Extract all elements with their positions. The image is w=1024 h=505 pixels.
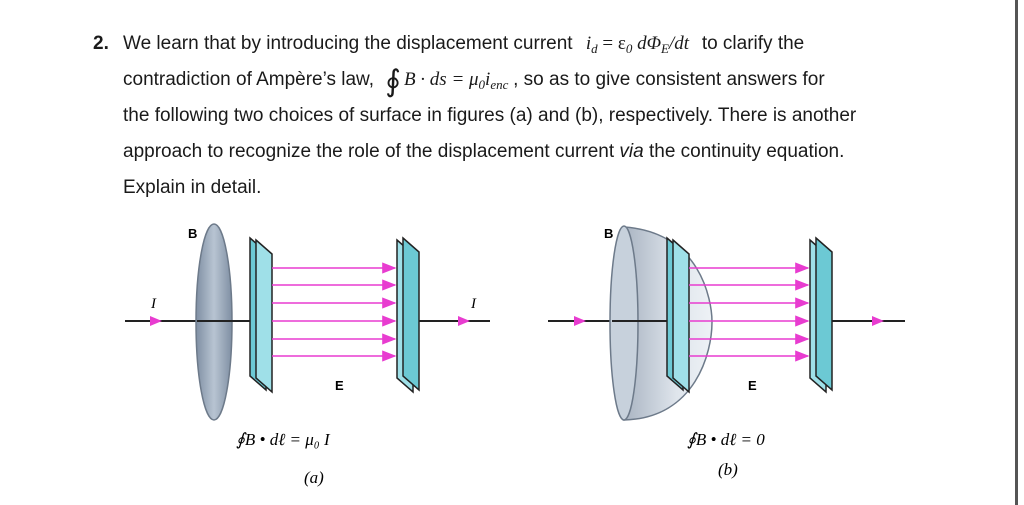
line2-text-b: , so as to give consistent answers for xyxy=(513,69,825,90)
electric-field-lines-b xyxy=(689,262,810,362)
label-B-b: B xyxy=(604,226,613,241)
line1-text-a: We learn that by introducing the displac… xyxy=(123,33,573,54)
question-line-3: the following two choices of surface in … xyxy=(123,105,857,126)
question-line-1: We learn that by introducing the displac… xyxy=(123,26,804,67)
line2-text-a: contradiction of Ampère’s law, xyxy=(123,69,375,90)
question-line-4: approach to recognize the role of the di… xyxy=(123,141,845,162)
equation-b: ∮B • dℓ = 0 xyxy=(687,430,765,449)
via-italic: via xyxy=(619,141,644,162)
label-I-right-a: I xyxy=(470,296,477,312)
current-arrow-right-a xyxy=(458,316,470,326)
ampere-law-equation: ∮B · ds = μ0ienc xyxy=(385,64,509,99)
question-line-2: contradiction of Ampère’s law, ∮B · ds =… xyxy=(123,62,825,103)
current-arrow-left-a xyxy=(150,316,162,326)
label-I-left-a: I xyxy=(150,296,157,312)
contour-integral-icon: ∮ xyxy=(385,64,401,99)
electric-field-lines-a xyxy=(272,262,397,362)
caption-b: (b) xyxy=(718,460,738,479)
figure-b: B E ∮B • dℓ = 0 (b) xyxy=(548,225,905,479)
equation-a: ∮B • dℓ = μ₀ I xyxy=(236,430,331,449)
capacitor-plate-left-b xyxy=(672,238,690,394)
question-number: 2. xyxy=(93,33,109,54)
label-E-b: E xyxy=(748,378,757,393)
figure-a: B I I E ∮B • dℓ = μ₀ I (a) xyxy=(125,223,490,487)
line1-text-b: to clarify the xyxy=(701,33,805,54)
current-arrow-right-b xyxy=(872,316,884,326)
label-B-a: B xyxy=(188,226,197,241)
right-scroll-edge xyxy=(1015,0,1018,505)
current-arrow-left-b xyxy=(574,316,586,326)
caption-a: (a) xyxy=(304,468,324,487)
displacement-current-equation: id = ε0 dΦE/dt xyxy=(585,33,690,56)
capacitor-plate-left-a xyxy=(255,238,273,394)
question-line-5: Explain in detail. xyxy=(123,177,262,198)
label-E-a: E xyxy=(335,378,344,393)
